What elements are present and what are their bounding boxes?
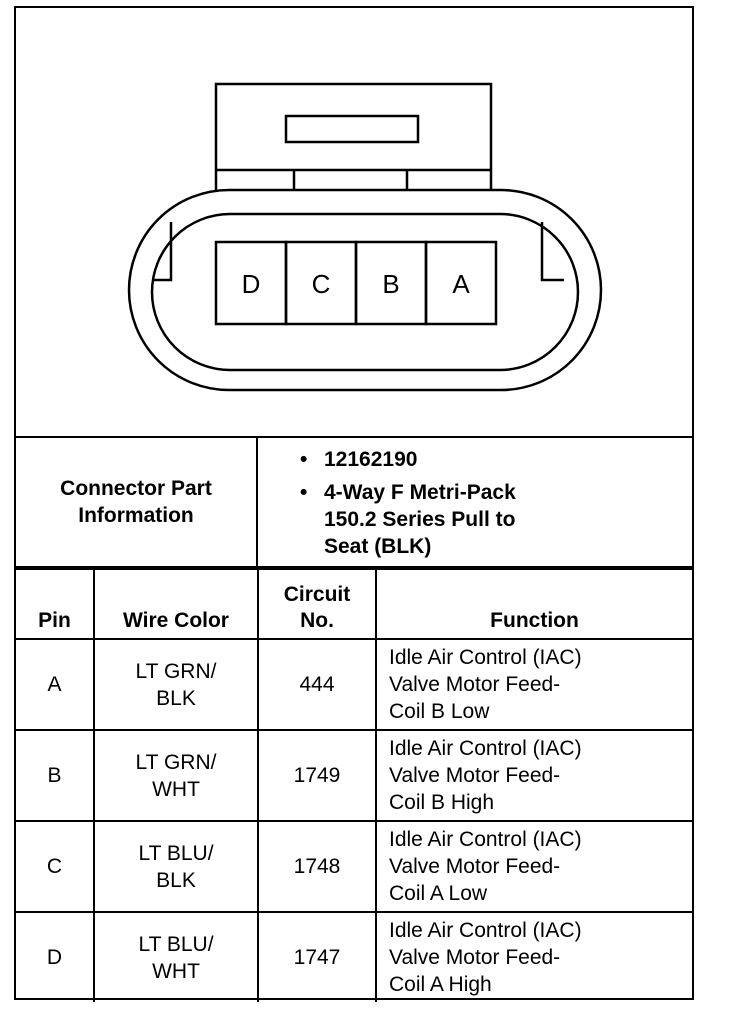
function-cell: Idle Air Control (IAC) Valve Motor Feed-… [375,638,692,731]
table-row: D LT BLU/ WHT 1747 Idle Air Control (IAC… [16,911,692,1002]
pin-table: Pin Wire Color Circuit No. Function A LT… [16,568,692,1002]
wire-color-cell: LT BLU/ WHT [93,911,259,1002]
connector-body-inner [150,212,580,372]
pin-label-a: A [452,269,470,299]
circuit-cell: 1748 [257,820,377,913]
header-function: Function [375,568,692,640]
bullet-icon: • [300,481,308,504]
table-row: C LT BLU/ BLK 1748 Idle Air Control (IAC… [16,820,692,913]
wire-color-cell: LT GRN/ WHT [93,729,259,822]
connector-sheet: D C B A Connector Part Information • 1216… [14,6,694,1002]
right-key [540,222,564,282]
circuit-cell: 444 [257,638,377,731]
connector-description: 4-Way F Metri-Pack 150.2 Series Pull to … [324,481,516,558]
function-cell: Idle Air Control (IAC) Valve Motor Feed-… [375,820,692,913]
part-number: 12162190 [324,448,418,471]
function-cell: Idle Air Control (IAC) Valve Motor Feed-… [375,729,692,822]
header-wire-color: Wire Color [93,568,259,640]
part-info-item: • 4-Way F Metri-Pack 150.2 Series Pull to… [258,479,692,560]
pin-label-c: C [312,269,331,299]
pin-label-d: D [242,269,261,299]
bullet-icon: • [300,448,308,471]
left-key [152,222,173,282]
connector-body-outer [127,188,603,392]
table-row: A LT GRN/ BLK 444 Idle Air Control (IAC)… [16,638,692,731]
pin-cell: C [16,820,95,913]
connector-diagram: D C B A [16,8,692,438]
circuit-cell: 1747 [257,911,377,1002]
connector-part-info: Connector Part Information • 12162190 • 4-… [16,438,692,568]
wire-color-cell: LT GRN/ BLK [93,638,259,731]
part-info-list: • 12162190 • 4-Way F Metri-Pack 150.2 Seri… [258,438,692,566]
latch-slot [284,114,420,144]
pin-cell: A [16,638,95,731]
pin-cell: B [16,729,95,822]
pin-label-b: B [382,269,399,299]
circuit-cell: 1749 [257,729,377,822]
connector-face-drawing: D C B A [127,82,603,392]
header-pin: Pin [16,568,95,640]
table-header-row: Pin Wire Color Circuit No. Function [16,568,692,640]
part-info-item: • 12162190 [258,446,692,473]
part-info-label: Connector Part Information [60,477,212,527]
pin-cell: D [16,911,95,1002]
cavity-a [424,240,498,326]
table-row: B LT GRN/ WHT 1749 Idle Air Control (IAC… [16,729,692,822]
function-cell: Idle Air Control (IAC) Valve Motor Feed-… [375,911,692,1002]
wire-color-cell: LT BLU/ BLK [93,820,259,913]
latch-housing [214,82,493,198]
header-circuit-no: Circuit No. [257,568,377,640]
part-info-label-cell: Connector Part Information [16,438,258,566]
